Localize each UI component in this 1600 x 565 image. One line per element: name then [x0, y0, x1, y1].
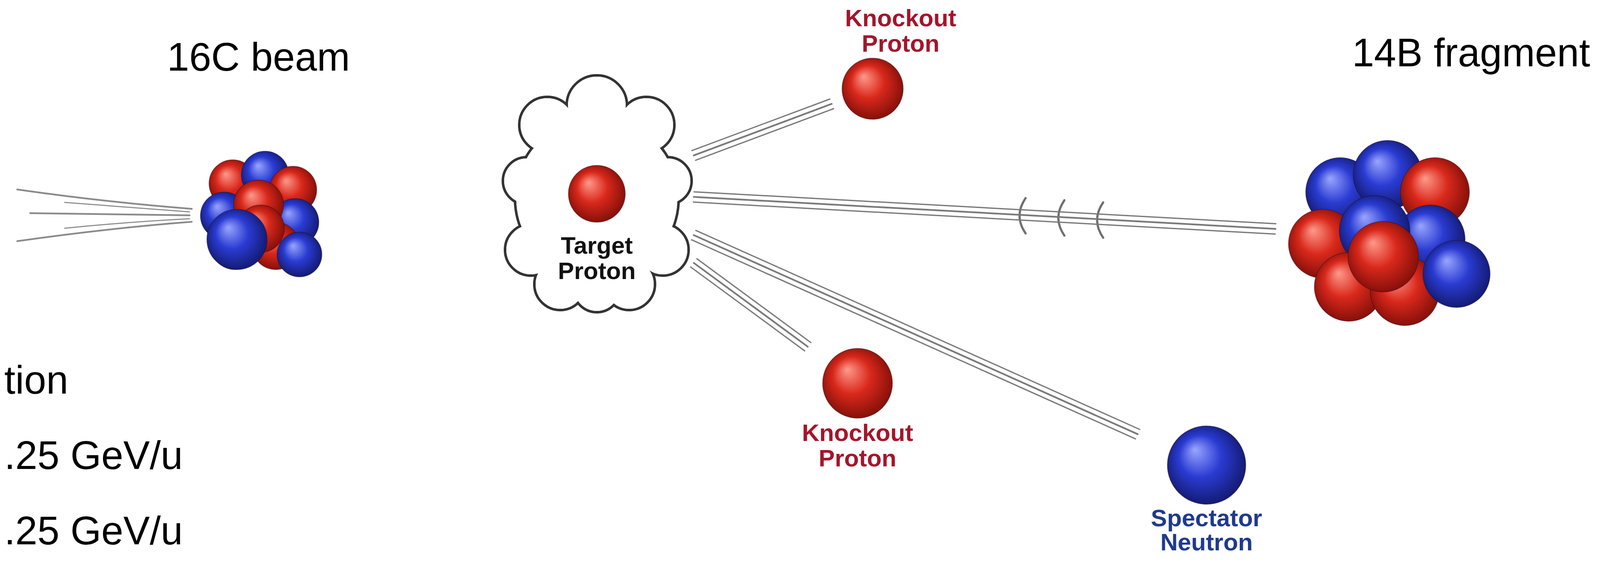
- knockout-proton: Knockout Proton: [831, 5, 970, 122]
- cloud-fill: [504, 158, 549, 204]
- side-note: .25 GeV/u: [4, 433, 183, 479]
- trail-line: [693, 103, 832, 156]
- particle-label: Knockout Proton: [831, 5, 970, 57]
- proton-ball: [820, 346, 895, 421]
- fragment-label: 14B fragment: [1275, 30, 1591, 76]
- beam-nucleus: 16C beam: [142, 34, 375, 287]
- motion-trail: [690, 258, 811, 352]
- sphere: [822, 348, 893, 419]
- trail-line: [695, 108, 834, 161]
- spectator-neutron: Spectator Neutron: [1137, 424, 1276, 555]
- proton-ball: [566, 163, 627, 225]
- sphere: [568, 165, 626, 223]
- trail-line: [691, 240, 1136, 440]
- fragment-nucleus: 14B fragment: [1275, 30, 1591, 344]
- neutron-ball: [1165, 424, 1248, 507]
- beam-trail: [17, 189, 192, 242]
- particle-label: Knockout Proton: [788, 420, 927, 472]
- cloud-fill: [645, 158, 691, 204]
- motion-trail: [693, 191, 1276, 234]
- cloud-fill: [520, 98, 574, 152]
- target-cloud: Target Proton: [499, 68, 694, 315]
- sphere: [842, 58, 904, 120]
- trail-line: [694, 191, 1276, 224]
- trail-line: [696, 258, 811, 344]
- proton-ball: [840, 56, 905, 122]
- trail-line: [64, 218, 190, 229]
- particle-label: Spectator Neutron: [1137, 506, 1276, 555]
- motion-trail: [692, 99, 834, 161]
- trail-line: [64, 202, 190, 213]
- nucleus-cluster: [1275, 127, 1500, 344]
- trail-line: [692, 99, 830, 151]
- cloud-fill: [567, 76, 626, 135]
- trail-line: [695, 230, 1140, 430]
- particle-label: Target Proton: [527, 232, 666, 284]
- trail-line: [693, 235, 1138, 435]
- side-note: .25 GeV/u: [4, 508, 183, 555]
- nucleus-cluster: [185, 140, 332, 287]
- neutron-sphere: [277, 232, 322, 278]
- knockout-proton: Knockout Proton: [788, 346, 927, 472]
- trail-line: [693, 196, 1276, 229]
- trail-line: [30, 213, 190, 216]
- proton-sphere: [1347, 221, 1419, 293]
- cloud-fill: [619, 98, 674, 152]
- neutron-sphere: [1422, 240, 1491, 308]
- neutron-sphere: [206, 209, 268, 270]
- side-note: tion: [4, 357, 69, 404]
- trail-line: [693, 262, 808, 347]
- beam-label: 16C beam: [142, 34, 375, 81]
- trail-line: [693, 202, 1276, 234]
- motion-trail: [691, 230, 1140, 440]
- sphere: [1167, 426, 1246, 505]
- trail-line: [690, 267, 805, 352]
